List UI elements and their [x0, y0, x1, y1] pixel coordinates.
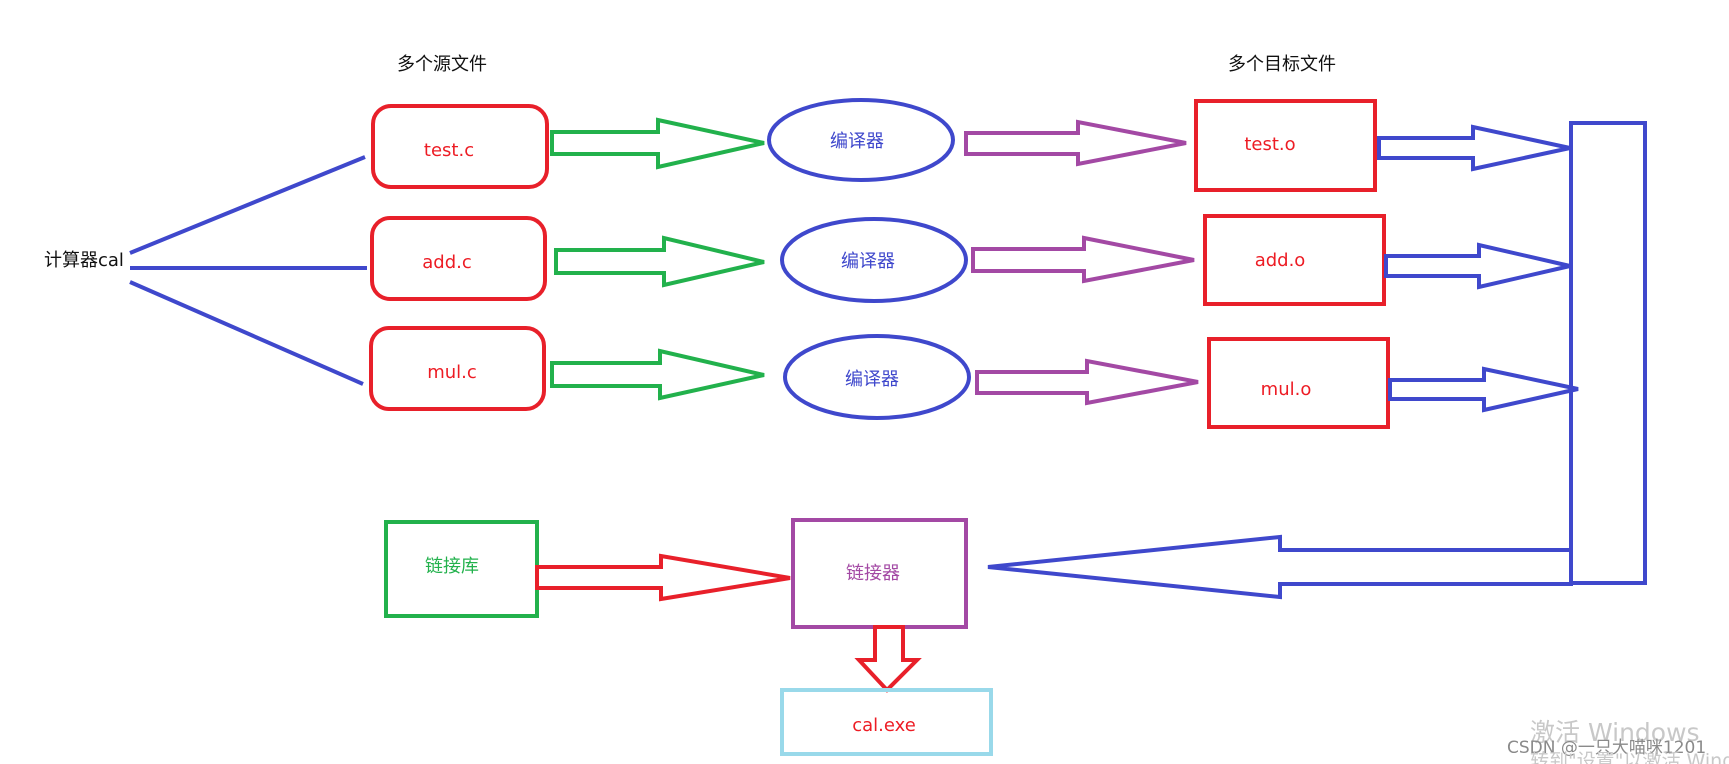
arrow-linker-to-output: [854, 625, 922, 693]
arrow-compiler-to-object-add: [971, 235, 1195, 284]
source-label-mul: mul.c: [427, 362, 477, 383]
compiler-ellipse-2: [780, 217, 968, 303]
compiler-ellipse-1: [767, 98, 955, 182]
library-label: 链接库: [425, 556, 479, 577]
fan-out-lines: [129, 155, 367, 386]
object-box-test: [1194, 99, 1377, 192]
compiler-label-1: 编译器: [830, 131, 884, 152]
arrow-compiler-to-object-mul: [975, 358, 1199, 406]
output-label: cal.exe: [852, 715, 916, 736]
source-label-add: add.c: [422, 252, 472, 273]
activate-windows-watermark: 激活 Windows: [1530, 718, 1700, 747]
arrow-library-to-linker: [535, 553, 791, 602]
arrow-object-to-collector-test: [1377, 124, 1571, 172]
arrow-source-to-compiler-mul: [550, 348, 765, 401]
object-collector-bar: [1569, 121, 1647, 585]
source-label-test: test.c: [424, 140, 474, 161]
activate-windows-hint: 转到"设置"以激活 Windo: [1530, 750, 1729, 764]
source-box-add: [370, 216, 547, 301]
fan-line-mul: [129, 280, 364, 386]
csdn-credit: CSDN @一只大喵咪1201: [1507, 738, 1706, 758]
source-box-test: [371, 104, 549, 189]
program-label: 计算器cal: [44, 250, 124, 271]
object-files-header: 多个目标文件: [1228, 54, 1336, 75]
object-label-mul: mul.o: [1261, 379, 1312, 400]
output-box: [780, 688, 993, 756]
arrow-source-to-compiler-add: [554, 235, 765, 288]
arrow-collector-to-linker: [987, 534, 1573, 600]
compiler-label-3: 编译器: [845, 369, 899, 390]
object-label-test: test.o: [1244, 134, 1295, 155]
compiler-label-2: 编译器: [841, 251, 895, 272]
arrow-source-to-compiler-test: [550, 117, 765, 170]
compiler-ellipse-3: [783, 334, 971, 420]
arrow-compiler-to-object-test: [964, 119, 1187, 167]
source-files-header: 多个源文件: [397, 54, 487, 75]
fan-line-test: [129, 155, 366, 255]
arrow-object-to-collector-add: [1384, 242, 1571, 290]
object-label-add: add.o: [1255, 250, 1306, 271]
source-box-mul: [369, 326, 546, 411]
arrow-object-to-collector-mul: [1388, 366, 1579, 413]
linker-label: 链接器: [846, 563, 900, 584]
